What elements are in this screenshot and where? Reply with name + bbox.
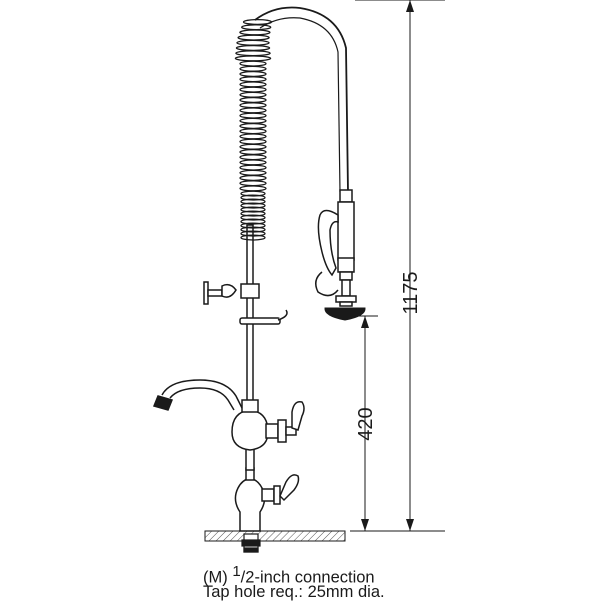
coil-spring-turn: [239, 133, 267, 140]
coil-spring-turn: [239, 169, 267, 176]
coil-spring-turn: [239, 86, 267, 93]
swivel-spout: [152, 379, 243, 411]
coil-spring-turn: [239, 65, 267, 72]
connection-fraction-denominator: 2: [245, 568, 255, 587]
coil-spring-turn: [240, 194, 266, 201]
tap-hole-caption: Tap hole req.: 25mm dia.: [203, 583, 385, 601]
connection-fraction-separator: /: [240, 568, 246, 587]
coil-spring: [234, 18, 273, 241]
coil-spring-turn: [240, 198, 266, 205]
dimension-lines: [345, 0, 445, 532]
coil-spring-turn: [240, 190, 266, 197]
coil-spring-turn: [239, 138, 267, 145]
coil-spring-turn: [240, 218, 266, 225]
coil-spring-turn: [234, 55, 272, 62]
flexible-hose: [254, 6, 349, 193]
coil-spring-turn: [240, 230, 266, 237]
coil-spring-turn: [239, 76, 267, 83]
dimension-label-total: 1175: [400, 271, 422, 314]
base-lever-icon: [279, 474, 300, 502]
dimension-label-spout: 420: [355, 407, 377, 440]
coil-spring-turn: [239, 154, 267, 161]
coil-spring-turn: [239, 117, 267, 124]
countertop: [204, 530, 346, 542]
coil-spring-turn: [239, 148, 267, 156]
coil-spring-turn: [240, 202, 266, 209]
connection-nut: [241, 533, 261, 553]
coil-spring-turn: [239, 60, 267, 67]
coil-spring-turn: [239, 180, 267, 187]
coil-spring-turn: [239, 128, 267, 135]
coil-spring-turn: [240, 234, 266, 241]
coil-spring-turn: [239, 143, 267, 150]
coil-spring-turn: [237, 34, 270, 41]
coil-spring-turn: [241, 24, 272, 31]
dimension-arrows: [361, 0, 414, 531]
coil-spring-turn: [235, 44, 271, 52]
coil-spring-turn: [239, 112, 267, 119]
coil-spring-turn: [240, 214, 266, 221]
connection-caption: (M) 1/2-inch connection: [203, 562, 375, 588]
spout-lever-icon: [291, 400, 305, 431]
coil-spring-turn: [240, 210, 266, 217]
coil-spring-turn: [240, 222, 266, 229]
spout-valve-body: [231, 399, 297, 451]
coil-spring-turn: [239, 70, 267, 78]
coil-spring-turn: [240, 206, 266, 213]
coil-spring-turn: [235, 50, 271, 57]
coil-spring-turn: [240, 226, 266, 233]
coil-spring-turn: [239, 102, 267, 109]
coil-spring-turn: [239, 29, 271, 36]
coil-spring-turn: [239, 107, 267, 114]
coil-spring-turn: [239, 91, 267, 98]
pre-rinse-spray-gun: [315, 189, 357, 307]
connection-suffix: -inch connection: [254, 568, 375, 587]
flexible-hose-inner: [259, 17, 341, 193]
connection-fraction-numerator: 1: [232, 563, 241, 580]
coil-spring-turn: [239, 174, 267, 182]
faucet-base: [234, 467, 281, 532]
connection-prefix: (M): [203, 568, 233, 587]
coil-spring-turn: [239, 81, 267, 88]
coil-spring-turn: [239, 122, 267, 130]
coil-spring-turn: [239, 159, 267, 166]
coil-spring-turn: [239, 164, 267, 171]
coil-spring-turn: [239, 185, 267, 192]
coil-spring-turn: [236, 39, 270, 46]
wall-bracket: [203, 281, 260, 305]
spray-nozzle: [324, 307, 366, 321]
spray-holder: [239, 309, 288, 325]
coil-spring-turn: [239, 96, 267, 104]
